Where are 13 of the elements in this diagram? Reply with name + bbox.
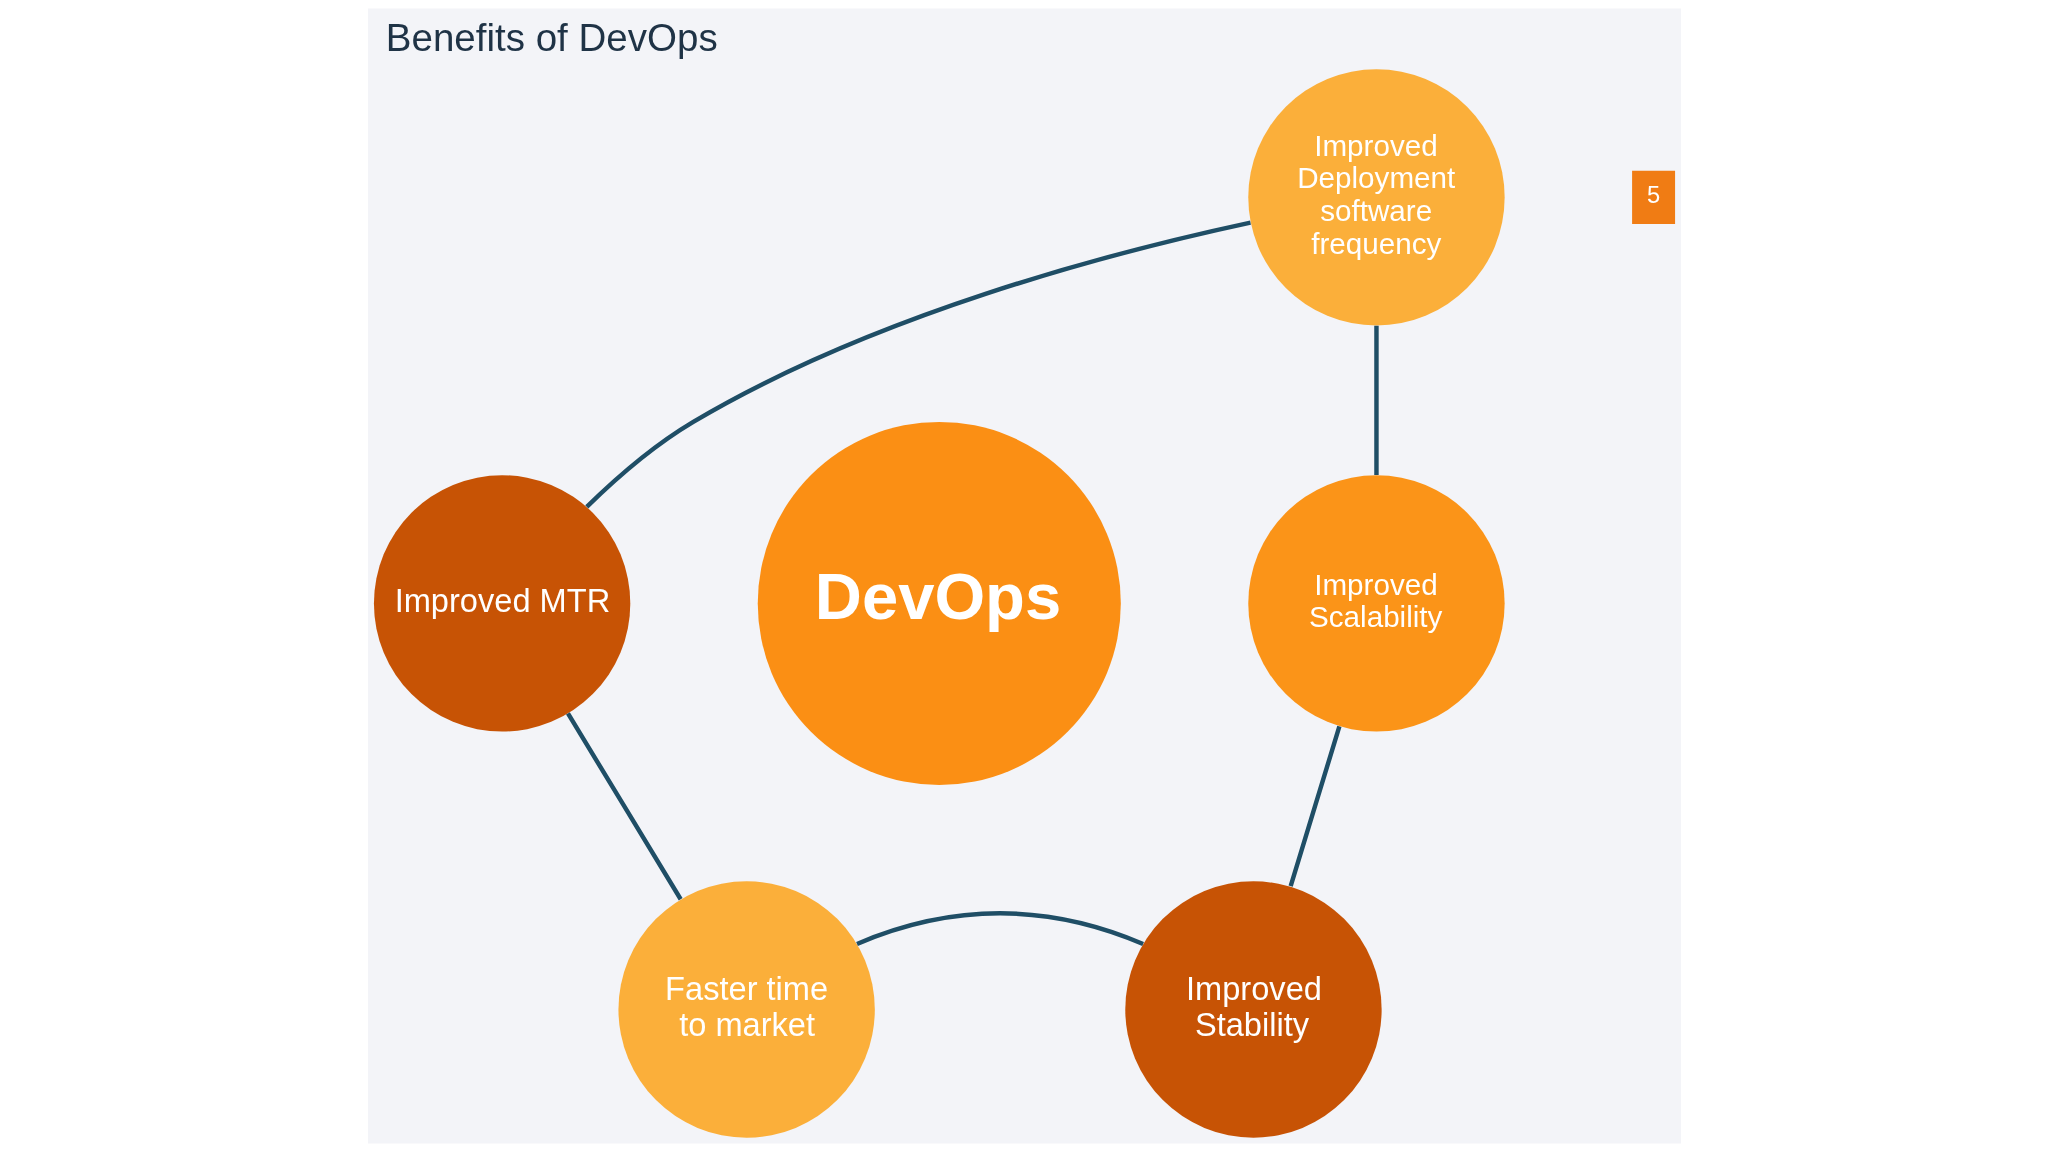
connector bbox=[584, 220, 1251, 509]
connector bbox=[1288, 725, 1341, 887]
connector bbox=[1373, 325, 1379, 475]
diagram-title: Benefits of DevOps bbox=[385, 16, 718, 60]
connector bbox=[565, 712, 683, 901]
label: 5 bbox=[1646, 182, 1660, 208]
node-circle: Improved Scalability bbox=[1247, 475, 1505, 732]
node-circle: Improved MTR bbox=[373, 475, 630, 732]
connector bbox=[855, 911, 1144, 947]
node-circle: Faster time to market bbox=[617, 881, 875, 1138]
node-circle: Improved Stability bbox=[1124, 881, 1382, 1138]
node-circle: DevOps bbox=[757, 421, 1121, 785]
node-circle: Improved Deployment software frequency bbox=[1247, 69, 1505, 326]
